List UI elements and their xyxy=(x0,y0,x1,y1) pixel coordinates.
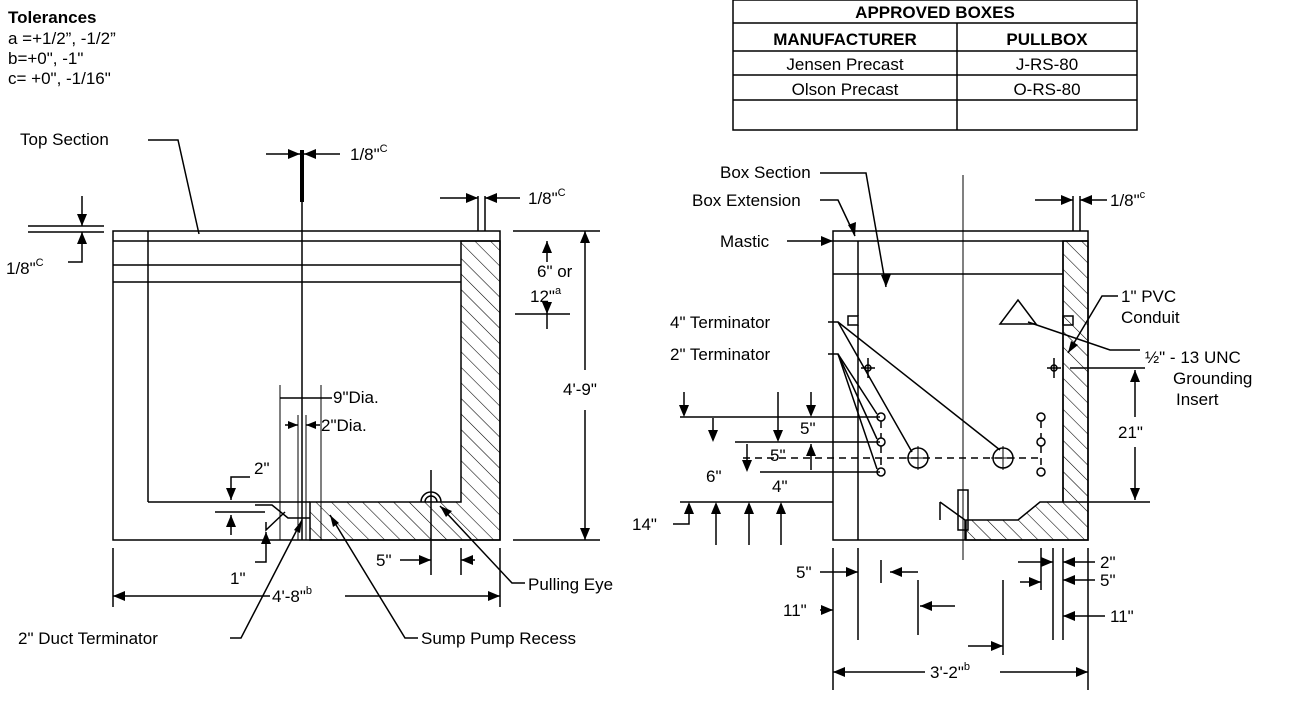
label-sump-pump-recess: Sump Pump Recess xyxy=(421,629,576,648)
conduit-2in xyxy=(1036,412,1046,422)
triangle-icon xyxy=(998,298,1038,325)
dim-2-dia: 2"Dia. xyxy=(321,416,367,435)
label-duct-terminator: 2" Duct Terminator xyxy=(18,629,158,648)
label-pvc-1: 1" PVC xyxy=(1121,287,1176,306)
dim-14: 14" xyxy=(632,515,657,534)
label-box-section: Box Section xyxy=(720,163,811,182)
dim-height-4-9: 4'-9" xyxy=(563,380,597,399)
dim-left-side-eighth: 1/8"C xyxy=(6,257,44,278)
conduit-2in xyxy=(1036,467,1046,477)
tolerance-b: b=+0", -1" xyxy=(8,49,83,68)
label-grounding-3: Insert xyxy=(1176,390,1219,409)
dim-11-bottom-left: 11" xyxy=(783,601,807,620)
conduit-2in xyxy=(876,467,886,477)
right-section-view: 1/8"c Box Section Box Extension Mastic ½… xyxy=(632,163,1252,690)
right-box-outline xyxy=(832,230,1089,541)
dim-6: 6" xyxy=(706,467,722,486)
dim-2: 2" xyxy=(254,459,270,478)
left-section-view: Top Section 1/8"C 1/8"C 1/8"C 6" or xyxy=(6,130,613,648)
dim-1: 1" xyxy=(230,569,246,588)
dim-right-eighth: 1/8"c xyxy=(1110,189,1146,210)
table-title: APPROVED BOXES xyxy=(855,3,1015,22)
dim-width-4-8: 4'-8"b xyxy=(272,585,312,606)
dim-12a: 12"a xyxy=(530,285,562,306)
table-cell: Jensen Precast xyxy=(786,55,903,74)
dim-left-right-eighth: 1/8"C xyxy=(528,187,566,208)
dim-5-a: 5" xyxy=(800,419,816,438)
label-mastic: Mastic xyxy=(720,232,770,251)
dim-5: 5" xyxy=(376,551,392,570)
label-grounding-2: Grounding xyxy=(1173,369,1252,388)
label-terminator-2: 2" Terminator xyxy=(670,345,771,364)
dim-left-top-eighth: 1/8"C xyxy=(350,143,388,164)
dim-5-b: 5" xyxy=(770,446,786,465)
label-top-section: Top Section xyxy=(20,130,109,149)
tolerances-block: Tolerances a =+1/2”, -1/2” b=+0", -1" c=… xyxy=(8,8,116,88)
tolerance-c: c= +0", -1/16" xyxy=(8,69,111,88)
dim-11-bottom-right: 11" xyxy=(1110,607,1134,626)
tolerance-a: a =+1/2”, -1/2” xyxy=(8,29,116,48)
table-header-manufacturer: MANUFACTURER xyxy=(773,30,917,49)
dim-2-bottom-right: 2" xyxy=(1100,553,1116,572)
conduit-2in xyxy=(1036,437,1046,447)
table-cell: J-RS-80 xyxy=(1016,55,1078,74)
dim-6-or: 6" or xyxy=(537,262,573,281)
dim-5-bottom-left: 5" xyxy=(796,563,812,582)
label-pulling-eye: Pulling Eye xyxy=(528,575,613,594)
dim-9-dia: 9"Dia. xyxy=(333,388,379,407)
dim-21: 21" xyxy=(1118,423,1143,442)
dim-5-bottom-right: 5" xyxy=(1100,571,1116,590)
dim-4: 4" xyxy=(772,477,788,496)
table-header-pullbox: PULLBOX xyxy=(1006,30,1088,49)
label-pvc-2: Conduit xyxy=(1121,308,1180,327)
table-cell: O-RS-80 xyxy=(1013,80,1080,99)
table-cell: Olson Precast xyxy=(792,80,899,99)
tolerances-title: Tolerances xyxy=(8,8,97,27)
label-terminator-4: 4" Terminator xyxy=(670,313,771,332)
label-grounding-1: ½" - 13 UNC xyxy=(1145,348,1241,367)
approved-boxes-table: APPROVED BOXES MANUFACTURER PULLBOX Jens… xyxy=(732,0,1138,131)
label-box-extension: Box Extension xyxy=(692,191,801,210)
dim-width-3-2: 3'-2"b xyxy=(930,661,970,682)
